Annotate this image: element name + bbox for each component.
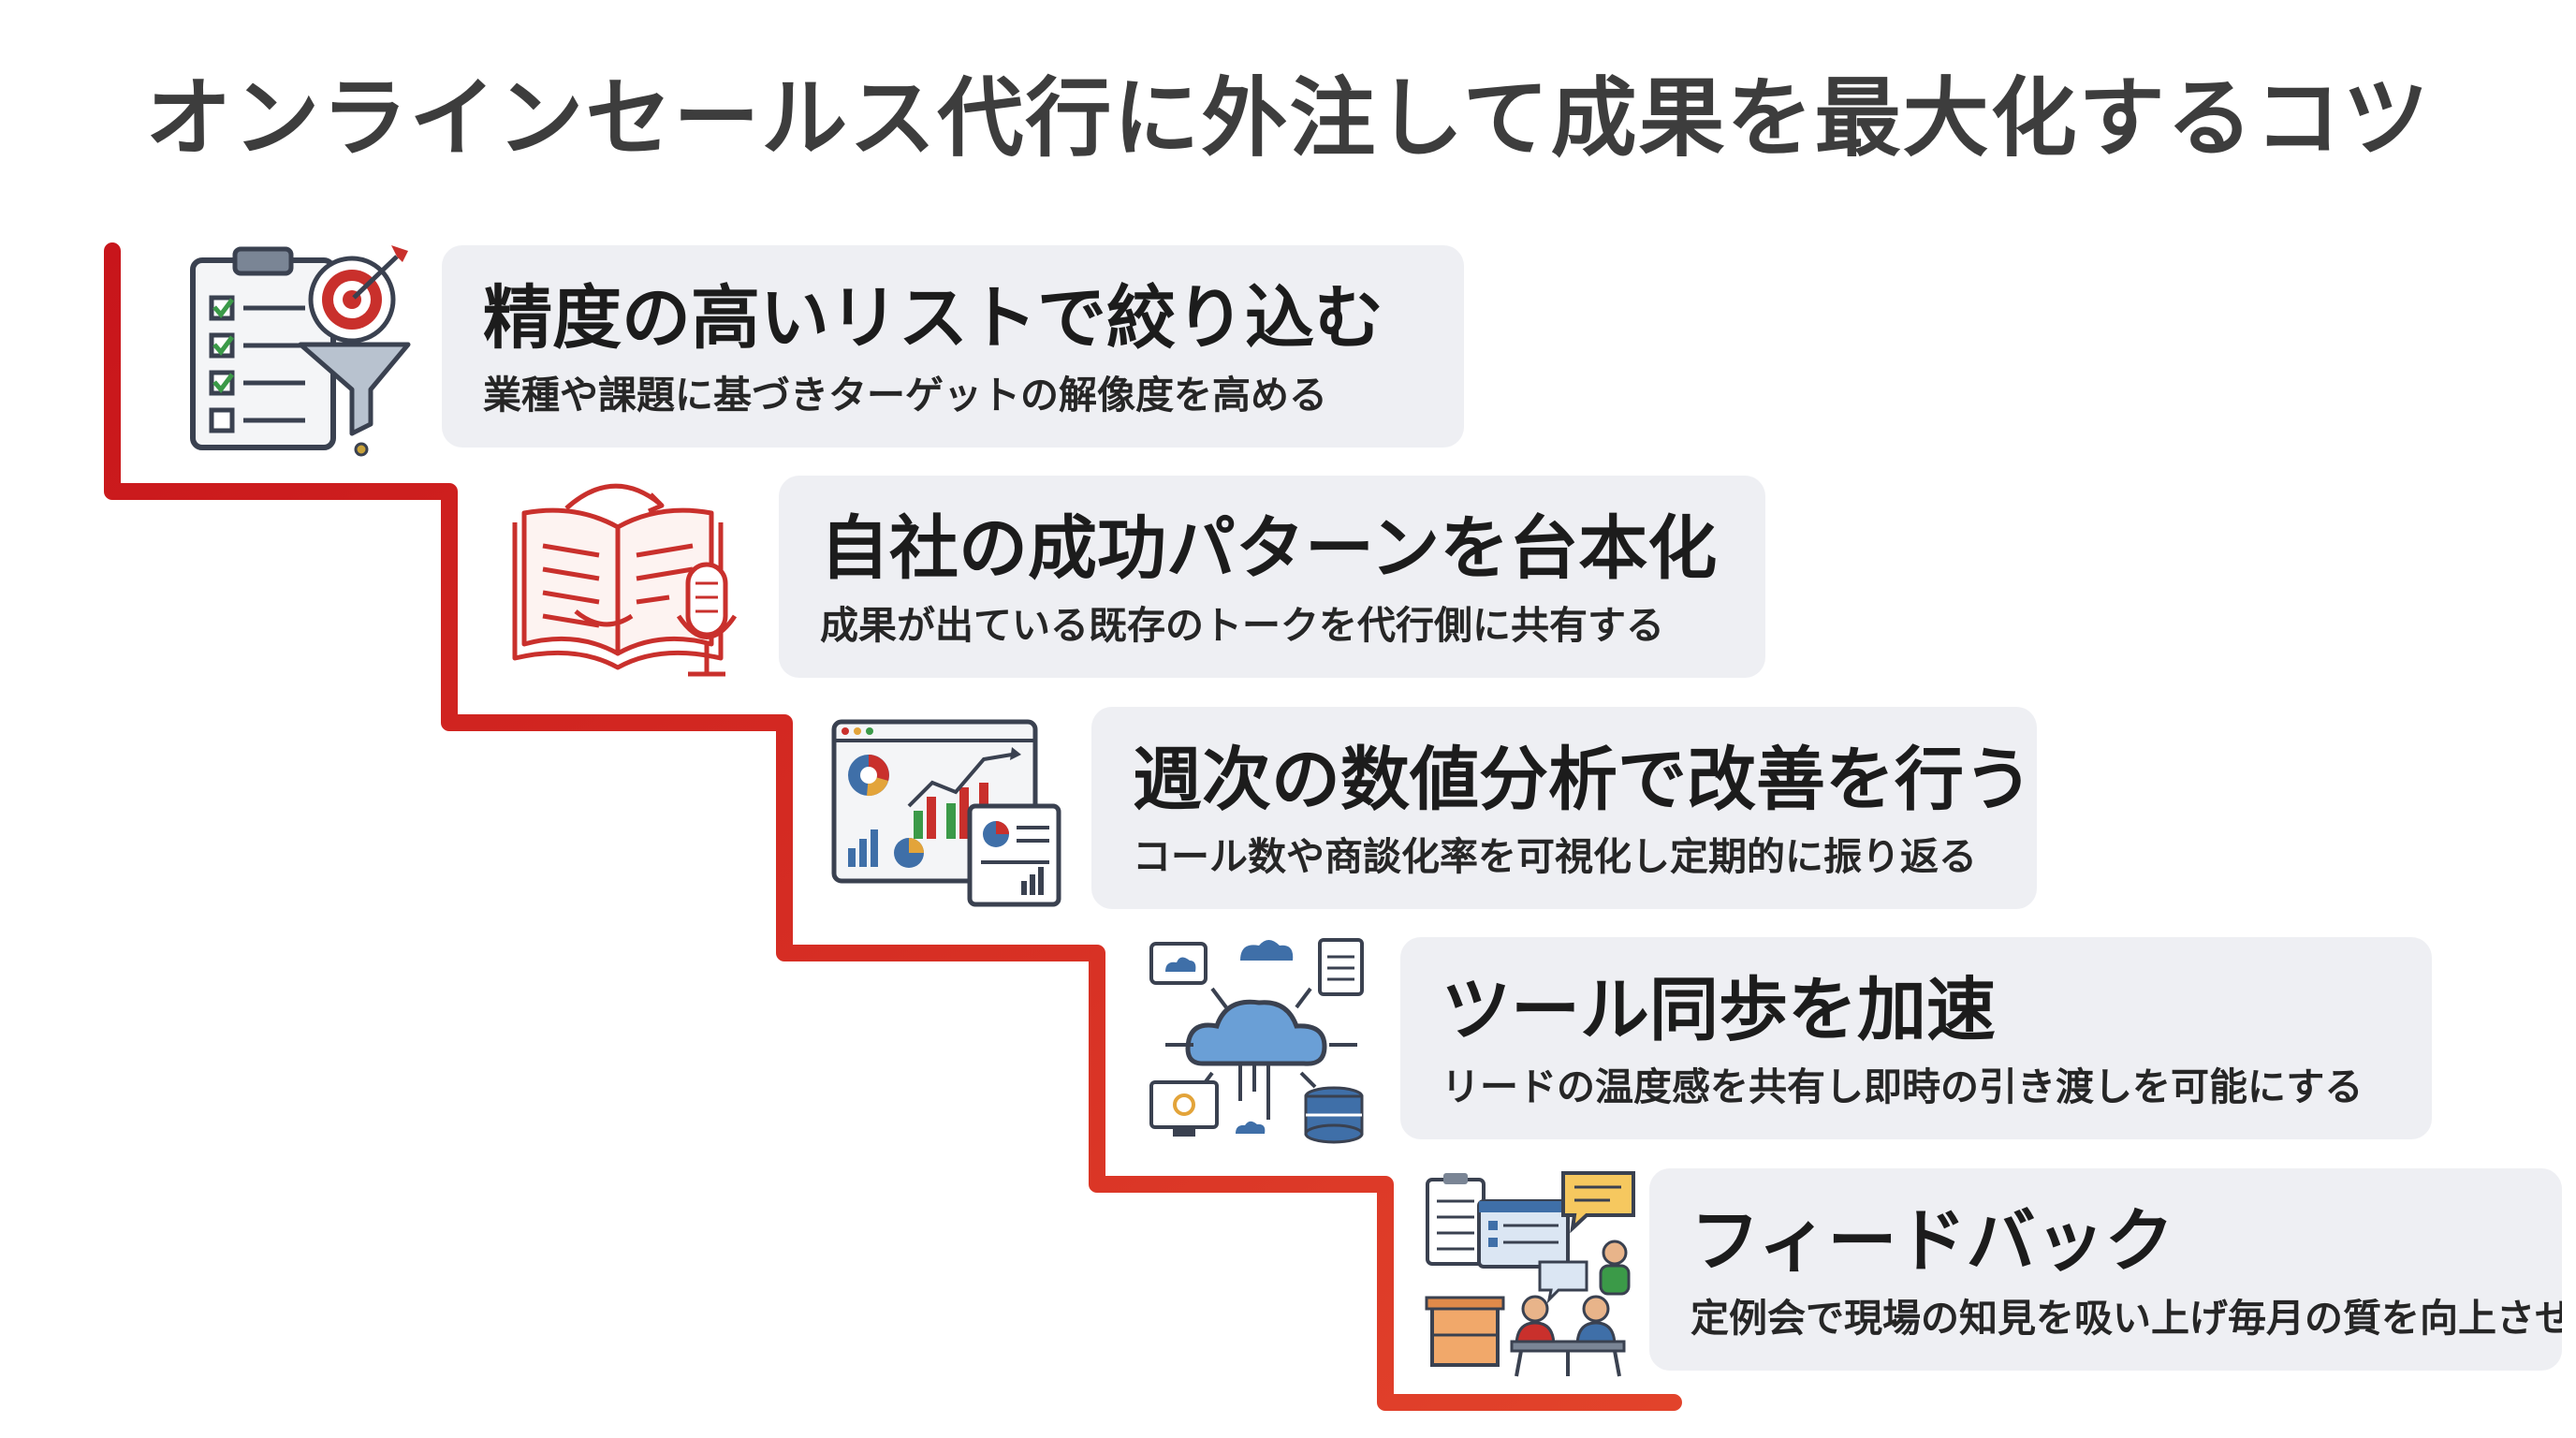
step-description: コール数や商談化率を可視化し定期的に振り返る [1133, 834, 1977, 879]
page-title: オンラインセールス代行に外注して成果を最大化するコツ [145, 68, 2431, 169]
cloud-sync-network-icon [1149, 938, 1364, 1144]
step-title: 自社の成功パターンを台本化 [820, 508, 1718, 589]
step-title: 精度の高いリストで絞り込む [483, 278, 1383, 359]
step-description: 成果が出ている既存のトークを代行側に共有する [820, 603, 1664, 648]
step-description: 定例会で現場の知見を吸い上げ毎月の質を向上させる [1690, 1296, 2562, 1341]
step-title: 週次の数値分析で改善を行う [1133, 740, 2033, 820]
step-card-4: ツール同歩を加速 リードの温度感を共有し即時の引き渡しを可能にする [1400, 937, 2432, 1139]
step-title: フィードバック [1690, 1201, 2174, 1282]
step-card-1: 精度の高いリストで絞り込む 業種や課題に基づきターゲットの解像度を高める [442, 245, 1464, 448]
step-description: リードの温度感を共有し即時の引き渡しを可能にする [1442, 1064, 2364, 1109]
step-title: ツール同歩を加速 [1442, 970, 1996, 1050]
analytics-dashboard-icon [831, 719, 1061, 907]
step-card-3: 週次の数値分析で改善を行う コール数や商談化率を可視化し定期的に振り返る [1091, 707, 2037, 909]
step-description: 業種や課題に基づきターゲットの解像度を高める [483, 373, 1327, 418]
step-card-5: フィードバック 定例会で現場の知見を吸い上げ毎月の質を向上させる [1649, 1168, 2562, 1371]
book-microphone-icon [512, 483, 738, 677]
step-card-2: 自社の成功パターンを台本化 成果が出ている既存のトークを代行側に共有する [779, 476, 1765, 678]
checklist-target-funnel-icon [190, 245, 411, 457]
meeting-feedback-icon [1425, 1171, 1635, 1377]
